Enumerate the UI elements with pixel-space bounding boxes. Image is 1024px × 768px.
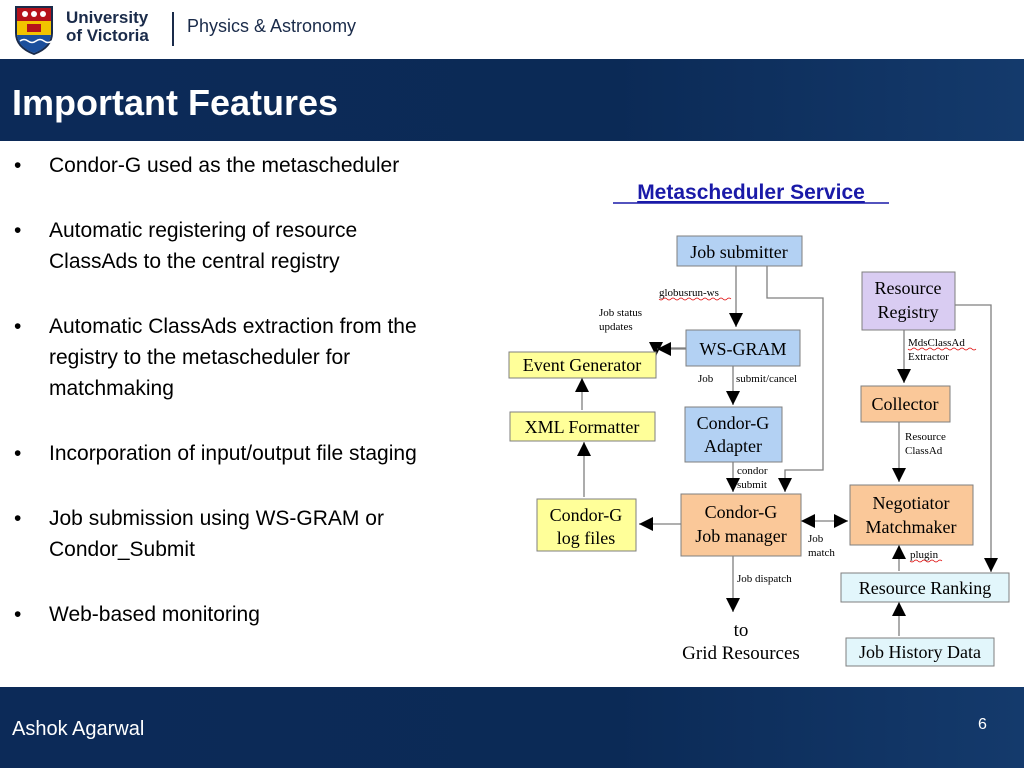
node-label: Negotiator [873, 493, 950, 513]
bullet-text-line: Job submission using WS-GRAM or [49, 507, 384, 530]
node-event-generator[interactable]: Event Generator [508, 351, 657, 379]
label-resource-classad-line1: Resource [905, 431, 946, 443]
page-number: 6 [978, 716, 987, 733]
author-name: Ashok Agarwal [12, 718, 145, 740]
bullet-text-line: Condor_Submit [49, 538, 195, 561]
bullet-dot-icon: • [14, 154, 22, 177]
university-line-1: University [66, 8, 149, 27]
label-submit-cancel: submit/cancel [736, 373, 797, 385]
label-globusrun-ws: globusrun-ws [659, 287, 719, 299]
node-label: WS-GRAM [699, 339, 786, 359]
label-condor-submit-line2: submit [737, 479, 767, 491]
bullet-item: • Job submission using WS-GRAM or Condor_S… [12, 503, 502, 565]
node-resource-registry[interactable]: Resource Registry [861, 271, 956, 331]
bullet-list: • Condor-G used as the metascheduler • Auto… [12, 150, 502, 664]
label-job-status-line2: updates [599, 321, 633, 333]
node-condor-g-job-manager[interactable]: Condor-G Job manager [680, 493, 802, 557]
spellcheck-squiggle [907, 347, 977, 351]
bullet-dot-icon: • [14, 603, 22, 626]
spellcheck-squiggle [658, 297, 732, 301]
bullet-text-line: Incorporation of input/output file stagi… [49, 442, 417, 465]
header: University of Victoria Physics & Astrono… [0, 0, 1024, 59]
label-grid-resources: Grid Resources [682, 643, 800, 664]
label-plugin: plugin [910, 549, 939, 561]
node-condor-g-log-files[interactable]: Condor-G log files [536, 498, 637, 552]
node-label: Job submitter [690, 242, 788, 262]
node-job-submitter[interactable]: Job submitter [676, 235, 803, 267]
label-job-match-line2: match [808, 547, 835, 559]
label-condor-submit-line1: condor [737, 465, 768, 477]
label-resource-classad-line2: ClassAd [905, 445, 943, 457]
node-negotiator-matchmaker[interactable]: Negotiator Matchmaker [849, 484, 974, 546]
node-label: Job History Data [859, 642, 981, 662]
bullet-text-line: Condor-G used as the metascheduler [49, 154, 400, 177]
label-job: Job [698, 373, 714, 385]
label-mdsclassad-line2: Extractor [908, 351, 949, 363]
node-label: Job manager [695, 526, 786, 546]
bullet-item: • Automatic ClassAds extraction from the r… [12, 311, 502, 404]
university-name[interactable]: University of Victoria [66, 9, 149, 45]
node-collector[interactable]: Collector [860, 385, 951, 423]
header-divider [172, 12, 174, 46]
department-name: Physics & Astronomy [187, 16, 357, 36]
bullet-item: • Incorporation of input/output file stag… [12, 438, 502, 469]
bullet-text-line: ClassAds to the central registry [49, 250, 340, 273]
bullet-dot-icon: • [14, 442, 22, 465]
bullet-text-line: Automatic ClassAds extraction from the [49, 315, 417, 338]
node-condor-g-adapter[interactable]: Condor-G Adapter [684, 406, 783, 463]
diagram-nodes: Job submitter WS-GRAM Condor-G Adapter C… [508, 235, 1010, 667]
bullet-text-line: Web-based monitoring [49, 603, 260, 626]
node-label: Registry [878, 302, 939, 322]
node-label: Resource [875, 278, 942, 298]
node-label: XML Formatter [525, 417, 640, 437]
node-label: Condor-G [697, 413, 770, 433]
node-job-history-data[interactable]: Job History Data [845, 637, 995, 667]
edge-registry-to-ranking [955, 304, 998, 572]
node-label: Collector [872, 394, 939, 414]
bullet-item: • Web-based monitoring [12, 599, 502, 630]
bullet-text-line: registry to the metascheduler for [49, 346, 351, 369]
diagram-title[interactable]: Metascheduler Service [637, 181, 865, 204]
footer-bar [0, 687, 1024, 768]
bullet-dot-icon: • [14, 507, 22, 530]
label-job-match-line1: Job [808, 533, 824, 545]
bullet-dot-icon: • [14, 219, 22, 242]
title-bar [0, 59, 1024, 141]
node-label: Adapter [704, 436, 762, 456]
node-label: log files [557, 528, 616, 548]
node-label: Condor-G [705, 502, 778, 522]
node-ws-gram[interactable]: WS-GRAM [685, 329, 801, 367]
label-job-status-line1: Job status [599, 307, 642, 319]
edge-labels: globusrun-ws Job status updates Job subm… [599, 287, 977, 664]
bullet-text-line: Automatic registering of resource [49, 219, 358, 242]
node-resource-ranking[interactable]: Resource Ranking [840, 572, 1010, 603]
university-line-2: of Victoria [66, 26, 149, 45]
node-label: Condor-G [550, 505, 623, 525]
slide-title: Important Features [12, 82, 339, 123]
node-label: Matchmaker [866, 517, 957, 537]
edge-submitter-to-jobmanager [766, 266, 824, 492]
node-xml-formatter[interactable]: XML Formatter [509, 411, 656, 442]
node-label: Event Generator [523, 355, 641, 375]
bullet-item: • Condor-G used as the metascheduler [12, 150, 502, 181]
bullet-text-line: matchmaking [49, 377, 174, 400]
bullet-dot-icon: • [14, 315, 22, 338]
label-mdsclassad-line1: MdsClassAd [908, 337, 965, 349]
university-crest-icon [15, 6, 53, 55]
label-to: to [734, 620, 749, 641]
node-label: Resource Ranking [859, 578, 991, 598]
spellcheck-squiggle [909, 559, 943, 563]
metascheduler-diagram: Metascheduler Service [508, 181, 1010, 667]
label-job-dispatch: Job dispatch [737, 573, 792, 585]
